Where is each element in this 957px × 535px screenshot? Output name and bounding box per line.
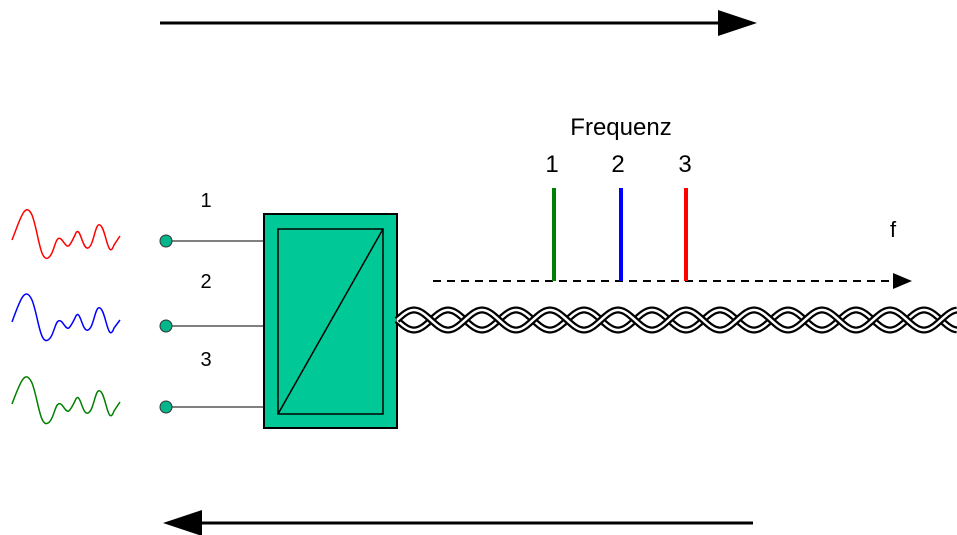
frequency-axis	[433, 273, 912, 289]
signal-waveform-2	[11, 293, 121, 342]
top-direction-arrow	[160, 10, 757, 36]
input-connector-dot-2	[159, 319, 173, 333]
spectral-line-label-2: 2	[611, 151, 624, 178]
input-label-3: 3	[200, 349, 211, 371]
frequency-axis-label: f	[890, 217, 897, 242]
bottom-direction-arrow	[163, 510, 753, 535]
spectral-line-label-1: 1	[545, 151, 558, 178]
spectral-line-label-3: 3	[678, 151, 691, 178]
signal-waveform-1	[11, 209, 121, 259]
input-connectors	[159, 234, 264, 414]
input-label-2: 2	[200, 271, 211, 293]
multiplexer-block	[263, 213, 398, 429]
input-label-1: 1	[200, 190, 211, 212]
input-connector-dot-1	[159, 234, 173, 248]
twisted-pair-cable	[394, 306, 957, 334]
signal-waveform-3	[11, 376, 121, 425]
frequency-title: Frequenz	[570, 114, 671, 141]
input-connector-dot-3	[159, 400, 173, 414]
